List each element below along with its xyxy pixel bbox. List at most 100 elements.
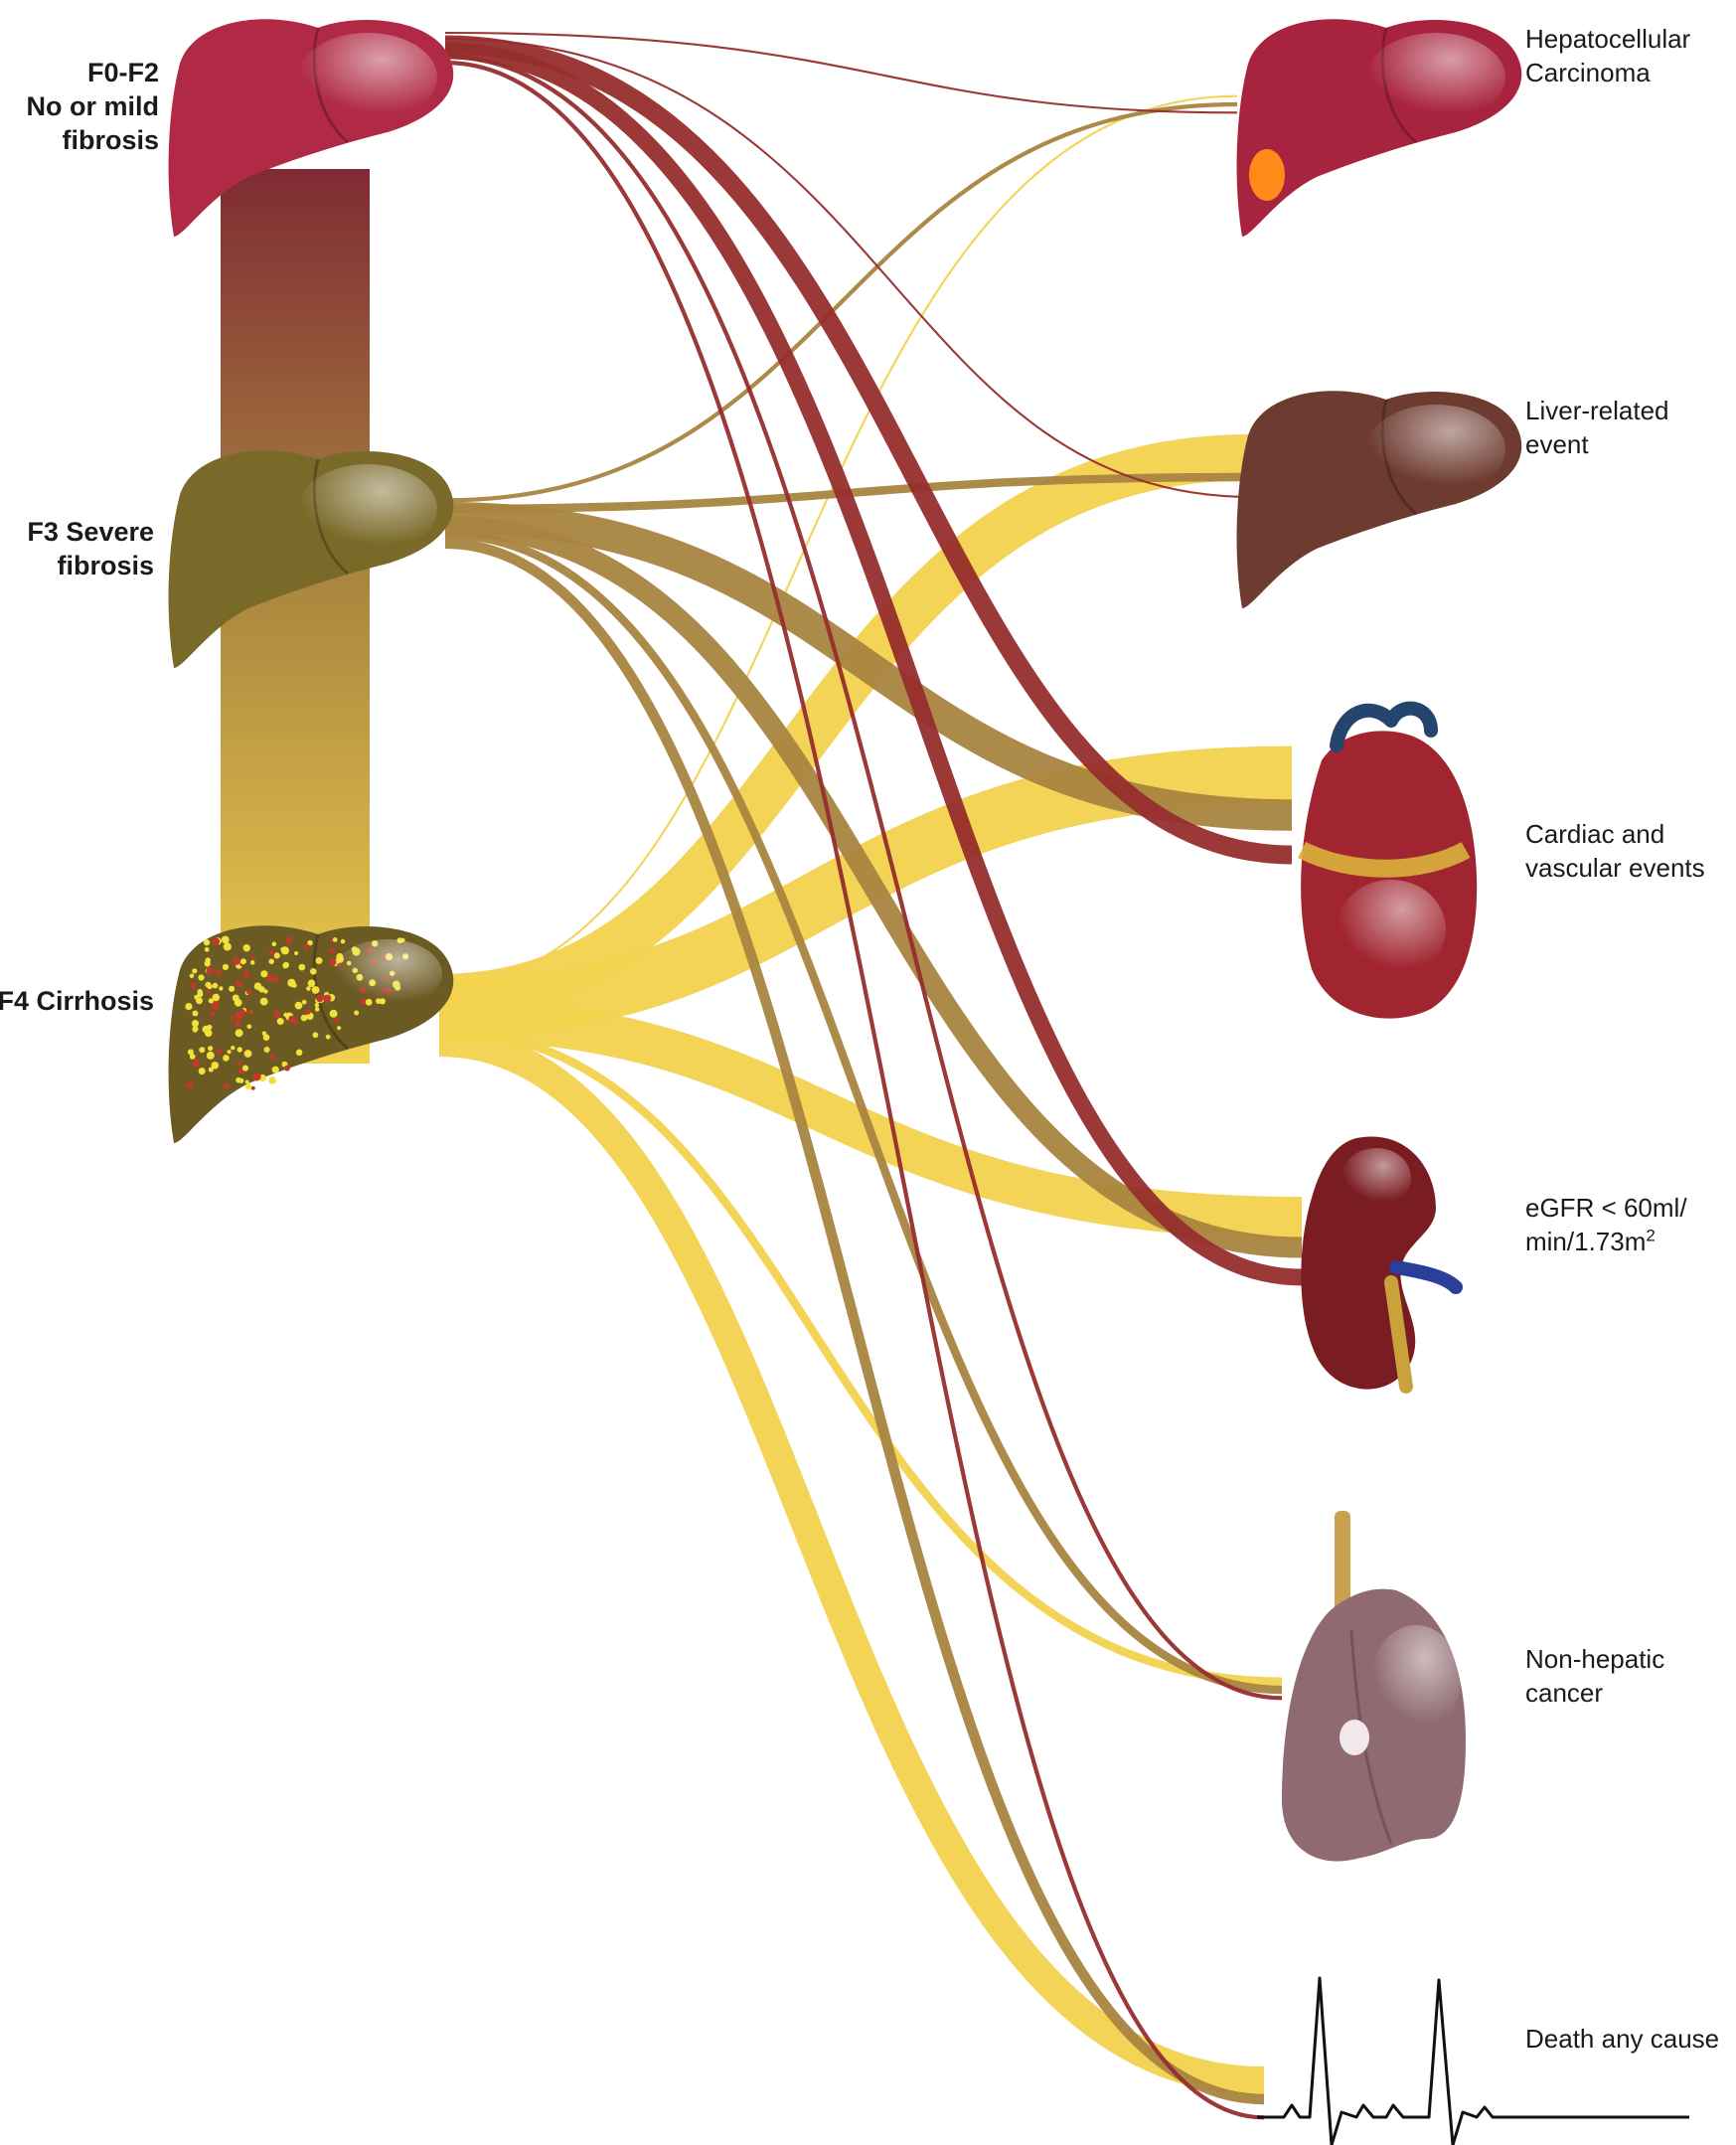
cirrhosis-nodule <box>271 941 277 947</box>
stage-label-line: fibrosis <box>57 551 154 580</box>
cirrhosis-nodule <box>310 968 317 975</box>
cirrhosis-nodule <box>268 958 274 965</box>
cirrhosis-nodule <box>288 1015 296 1023</box>
cirrhosis-nodule <box>239 958 246 965</box>
liver-icon <box>168 19 454 238</box>
cirrhosis-nodule <box>245 1083 252 1090</box>
liver-icon <box>168 450 454 668</box>
cirrhosis-nodule <box>209 1010 216 1017</box>
cirrhosis-nodule <box>340 938 346 944</box>
cirrhosis-nodule <box>189 973 195 979</box>
stage-label-line: No or mild <box>26 91 160 121</box>
kidney-icon <box>1301 1136 1463 1394</box>
cirrhosis-nodule <box>307 979 316 988</box>
cirrhosis-nodule <box>237 1068 244 1074</box>
cirrhosis-nodule <box>303 943 310 950</box>
cirrhosis-nodule <box>208 998 215 1004</box>
cirrhosis-nodule <box>307 939 313 946</box>
cirrhosis-nodule <box>250 1085 255 1090</box>
cirrhosis-nodule <box>268 1076 276 1084</box>
flow-f4-to-egfr <box>438 998 1303 1238</box>
cirrhosis-nodule <box>332 937 338 942</box>
cirrhosis-nodule <box>212 937 221 945</box>
cirrhosis-nodule <box>301 999 307 1005</box>
cirrhosis-nodule <box>206 967 215 975</box>
cirrhosis-nodule <box>216 1049 223 1055</box>
cirrhosis-nodule <box>259 997 268 1006</box>
stage-label-f4: F4 Cirrhosis <box>0 984 154 1018</box>
cirrhosis-nodule <box>246 989 252 995</box>
cirrhosis-nodule <box>205 957 211 963</box>
stage-label-f3: F3 Severe fibrosis <box>27 515 154 582</box>
cirrhosis-nodule <box>194 994 200 1000</box>
stage-label-line: F0-F2 <box>86 58 159 87</box>
cirrhosis-nodule <box>250 955 255 960</box>
cirrhosis-nodule <box>235 1020 242 1028</box>
cirrhosis-nodule <box>206 989 211 995</box>
cirrhosis-nodule <box>314 1003 320 1008</box>
cirrhosis-nodule <box>334 1018 340 1023</box>
cirrhosis-nodule <box>273 952 280 959</box>
cirrhosis-nodule <box>266 974 274 981</box>
cirrhosis-nodule <box>312 1032 319 1039</box>
tumor-spot <box>1249 149 1285 201</box>
cirrhosis-nodule <box>235 1011 244 1020</box>
cirrhosis-nodule <box>197 989 203 995</box>
cirrhosis-nodule <box>287 978 296 987</box>
cirrhosis-nodule <box>284 1065 290 1072</box>
cirrhosis-nodule <box>315 957 323 964</box>
cirrhosis-nodule <box>199 1047 206 1054</box>
cirrhosis-nodule <box>249 960 255 965</box>
lung-icon <box>1282 1511 1466 1862</box>
outcome-label-line: Hepatocellular <box>1525 24 1691 54</box>
flow-f3-to-nhc <box>444 530 1283 1695</box>
cirrhosis-nodule <box>237 1047 242 1053</box>
flow-f0f2-to-death <box>444 60 1265 2120</box>
flow-f0f2-to-lre <box>444 37 1253 499</box>
cirrhosis-nodule <box>221 935 230 944</box>
cirrhosis-nodule <box>298 963 306 971</box>
cirrhosis-nodule <box>294 951 299 955</box>
fibrosis-progression-trunk <box>221 169 370 1064</box>
cirrhosis-nodule <box>314 1007 320 1012</box>
cirrhosis-nodule <box>215 969 222 976</box>
flow-f3-to-egfr <box>444 515 1303 1258</box>
outcome-label-text: min/1.73m <box>1525 1227 1647 1256</box>
cirrhosis-nodule <box>203 939 211 946</box>
cirrhosis-nodule <box>204 1029 213 1038</box>
flow-f0f2-to-hcc <box>444 31 1238 114</box>
cirrhosis-nodule <box>311 986 320 994</box>
cirrhosis-nodule <box>276 1018 284 1025</box>
cirrhosis-nodule <box>229 985 236 992</box>
cirrhosis-nodule <box>237 1061 241 1066</box>
cirrhosis-nodule <box>223 1082 230 1089</box>
cirrhosis-nodule <box>242 970 250 979</box>
cirrhosis-nodule <box>282 962 289 969</box>
cirrhosis-nodule <box>207 984 213 990</box>
cirrhosis-nodule <box>192 1028 198 1033</box>
cirrhotic-liver-icon <box>168 925 454 1143</box>
outcome-label-non-hepatic-cancer: Non-hepatic cancer <box>1525 1642 1664 1710</box>
stage-label-line: fibrosis <box>62 125 159 155</box>
cirrhosis-nodule <box>208 1067 214 1072</box>
liver-icon <box>1236 391 1522 608</box>
flow-f3-to-hcc <box>444 101 1238 503</box>
cirrhosis-nodule <box>211 1062 220 1070</box>
cirrhosis-nodule <box>236 1076 241 1083</box>
flow-f4-to-hcc <box>438 94 1238 987</box>
cirrhosis-nodule <box>204 946 210 952</box>
cirrhosis-nodule <box>242 944 250 952</box>
cirrhosis-nodule <box>280 946 285 952</box>
cirrhosis-nodule <box>285 936 293 943</box>
cirrhosis-nodule <box>187 1049 194 1056</box>
cirrhosis-nodule <box>192 1010 199 1017</box>
outcome-label-line: eGFR < 60ml/ <box>1525 1193 1687 1223</box>
cirrhosis-nodule <box>252 1072 261 1081</box>
heart-icon <box>1297 701 1478 1019</box>
outcome-label-line: Liver-related <box>1525 396 1669 425</box>
flow-f0f2-to-cve <box>444 35 1293 865</box>
outcome-label-line: event <box>1525 429 1589 459</box>
flow-f4-to-nhc <box>438 1026 1283 1686</box>
outcome-label-line: min/1.73m2 <box>1525 1225 1687 1258</box>
